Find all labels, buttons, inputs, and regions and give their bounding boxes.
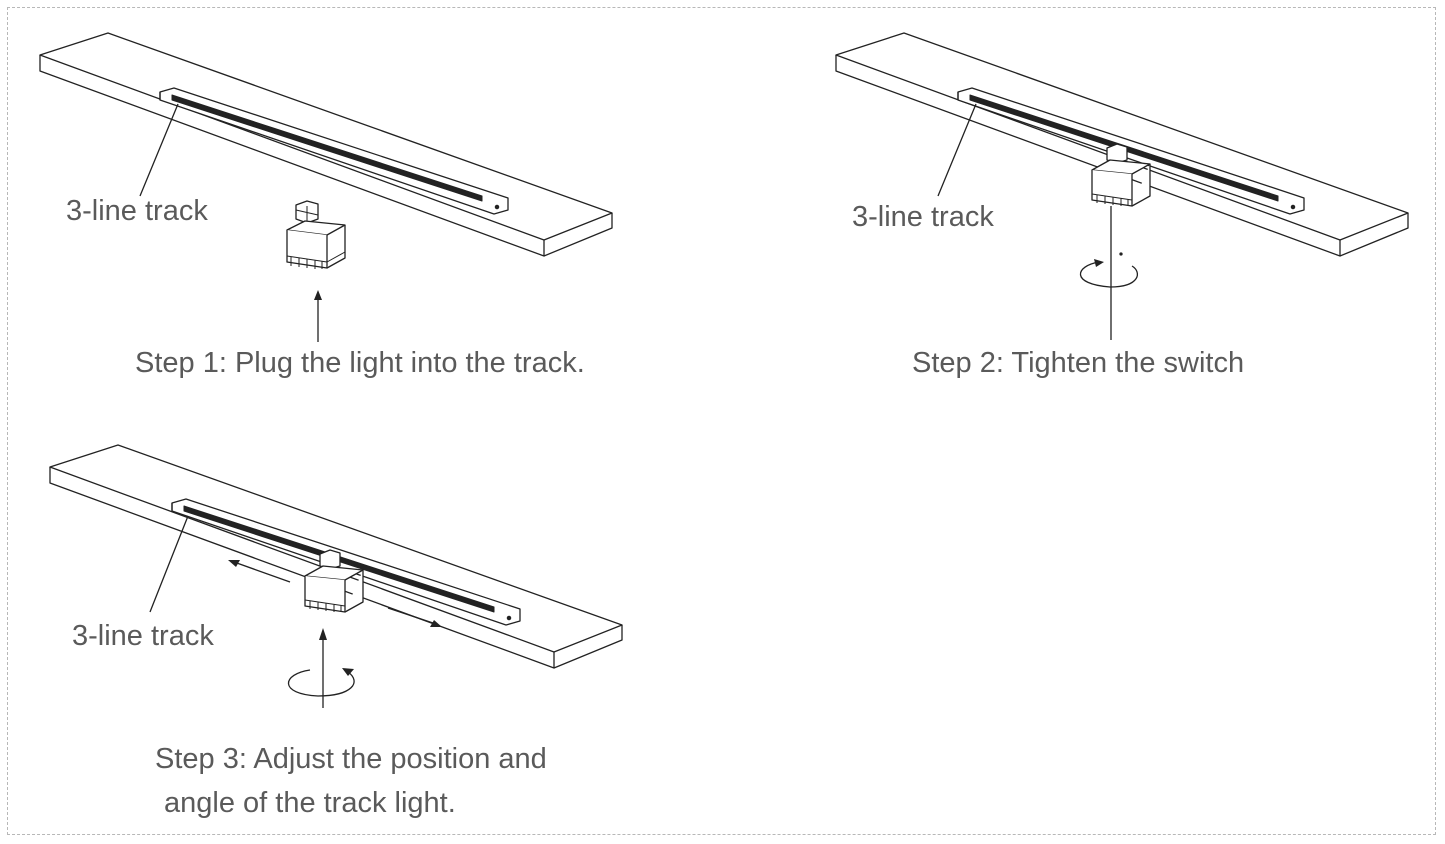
- step-3-slide-right-arrow: [387, 607, 442, 627]
- step-3-track-rail: [171, 498, 521, 626]
- step-3-caption-line-2: angle of the track light.: [164, 787, 456, 819]
- step-2-leader-line: [937, 103, 977, 197]
- step-2-rotation-arrow: [1079, 206, 1138, 340]
- step-3-caption-line-1: Step 3: Adjust the position and: [155, 743, 547, 775]
- step-3-track-label: 3-line track: [72, 620, 214, 652]
- step-1-insert-arrow: [314, 290, 322, 342]
- step-3-slide-left-arrow: [228, 560, 291, 583]
- step-3-leader-line: [149, 515, 189, 613]
- dashed-border-frame: [7, 7, 1436, 835]
- step-1-track-light: [286, 200, 346, 269]
- step-1-track-rail: [159, 87, 509, 215]
- step-2-caption: Step 2: Tighten the switch: [912, 347, 1245, 379]
- step-2-track-light: [1091, 143, 1151, 207]
- step-1-illustration: [39, 32, 613, 342]
- step-1-caption: Step 1: Plug the light into the track.: [135, 347, 585, 379]
- step-2-illustration: [835, 32, 1409, 340]
- step-1-leader-line: [139, 103, 179, 197]
- step-2-track-label: 3-line track: [852, 201, 994, 233]
- step-3-illustration: [49, 444, 623, 708]
- step-1-track-label: 3-line track: [66, 195, 208, 227]
- step-3-track-light: [304, 549, 364, 613]
- step-3-rotation-arrow: [287, 628, 355, 708]
